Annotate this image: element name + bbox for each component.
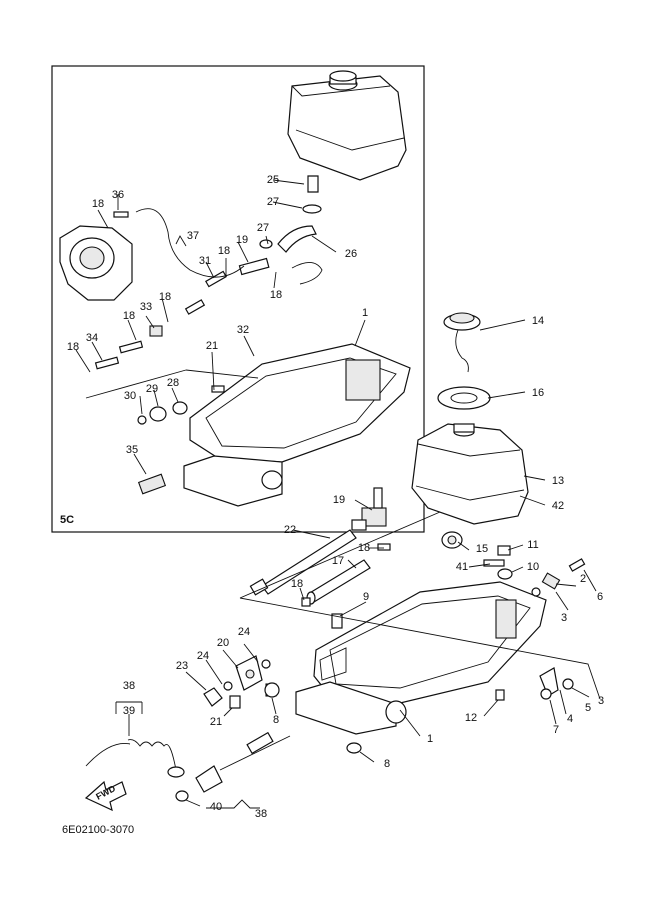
callout-7: 7: [553, 724, 559, 736]
callout-10: 10: [527, 561, 539, 573]
grommet: [441, 531, 463, 549]
inset-label: 5C: [60, 514, 74, 526]
callout-18: 18: [159, 291, 171, 303]
callout-17: 17: [332, 555, 344, 567]
fuel-tank: [411, 423, 529, 525]
callout-29: 29: [146, 383, 158, 395]
callout-34: 34: [86, 332, 98, 344]
callout-5: 5: [585, 702, 591, 714]
callout-24: 24: [238, 626, 250, 638]
callout-38: 38: [123, 680, 135, 692]
callout-23: 23: [176, 660, 188, 672]
callout-33: 33: [140, 301, 152, 313]
callout-3: 3: [561, 612, 567, 624]
callout-31: 31: [199, 255, 211, 267]
fuel-joint: [351, 487, 387, 531]
callout-6: 6: [597, 591, 603, 603]
callout-13: 13: [552, 475, 564, 487]
clip-18-upper: [377, 543, 391, 551]
callout-30: 30: [124, 390, 136, 402]
callout-27: 27: [257, 222, 269, 234]
callout-9: 9: [363, 591, 369, 603]
callout-4: 4: [567, 713, 573, 725]
callout-32: 32: [237, 324, 249, 336]
bottom-cowling: [295, 581, 547, 735]
callout-15: 15: [476, 543, 488, 555]
inset-leader-lines: [75, 179, 366, 475]
inset-frame: [51, 65, 425, 533]
callout-28: 28: [167, 377, 179, 389]
callout-24: 24: [197, 650, 209, 662]
callout-18: 18: [92, 198, 104, 210]
callout-8: 8: [384, 758, 390, 770]
callout-38: 38: [255, 808, 267, 820]
fuel-cap: [443, 312, 481, 373]
callout-18: 18: [291, 578, 303, 590]
hose-17: [306, 559, 371, 605]
tank-gasket: [437, 386, 491, 410]
inset-small-parts: [94, 175, 323, 495]
callout-18: 18: [123, 310, 135, 322]
callouts: 1 36 18 25 27 27 26 37 19 18 31 18 33 18…: [67, 174, 604, 820]
clip-18-lower: [301, 597, 311, 607]
callout-3: 3: [598, 695, 604, 707]
callout-42: 42: [552, 500, 564, 512]
drawing-code: 6E02100-3070: [62, 824, 134, 836]
callout-12: 12: [465, 712, 477, 724]
callout-37: 37: [187, 230, 199, 242]
callout-22: 22: [284, 524, 296, 536]
lanyard-and-cable: [85, 731, 291, 802]
callout-26: 26: [345, 248, 357, 260]
inset-bottom-cowling: [183, 343, 411, 507]
callout-27: 27: [267, 196, 279, 208]
callout-19: 19: [236, 234, 248, 246]
callout-21: 21: [210, 716, 222, 728]
fwd-arrow: FWD: [84, 780, 127, 812]
callout-40: 40: [210, 801, 222, 813]
inset-fuel-tank: [287, 70, 407, 181]
callout-18: 18: [218, 245, 230, 257]
callout-19: 19: [333, 494, 345, 506]
callout-2: 2: [580, 573, 586, 585]
main-leader-lines: [115, 319, 601, 809]
callout-41: 41: [456, 561, 468, 573]
callout-1: 1: [427, 733, 433, 745]
stop-switch-group: [203, 655, 280, 709]
callout-21: 21: [206, 340, 218, 352]
callout-36: 36: [112, 189, 124, 201]
callout-25: 25: [267, 174, 279, 186]
callout-11: 11: [527, 539, 538, 551]
callout-18: 18: [67, 341, 79, 353]
callout-35: 35: [126, 444, 138, 456]
inset-pipe-joint: [59, 225, 133, 301]
callout-1: 1: [362, 307, 368, 319]
callout-14: 14: [532, 315, 544, 327]
callout-8: 8: [273, 714, 279, 726]
callout-39: 39: [123, 705, 135, 717]
callout-16: 16: [532, 387, 544, 399]
callout-18: 18: [358, 542, 370, 554]
callout-18: 18: [270, 289, 282, 301]
callout-20: 20: [217, 637, 229, 649]
